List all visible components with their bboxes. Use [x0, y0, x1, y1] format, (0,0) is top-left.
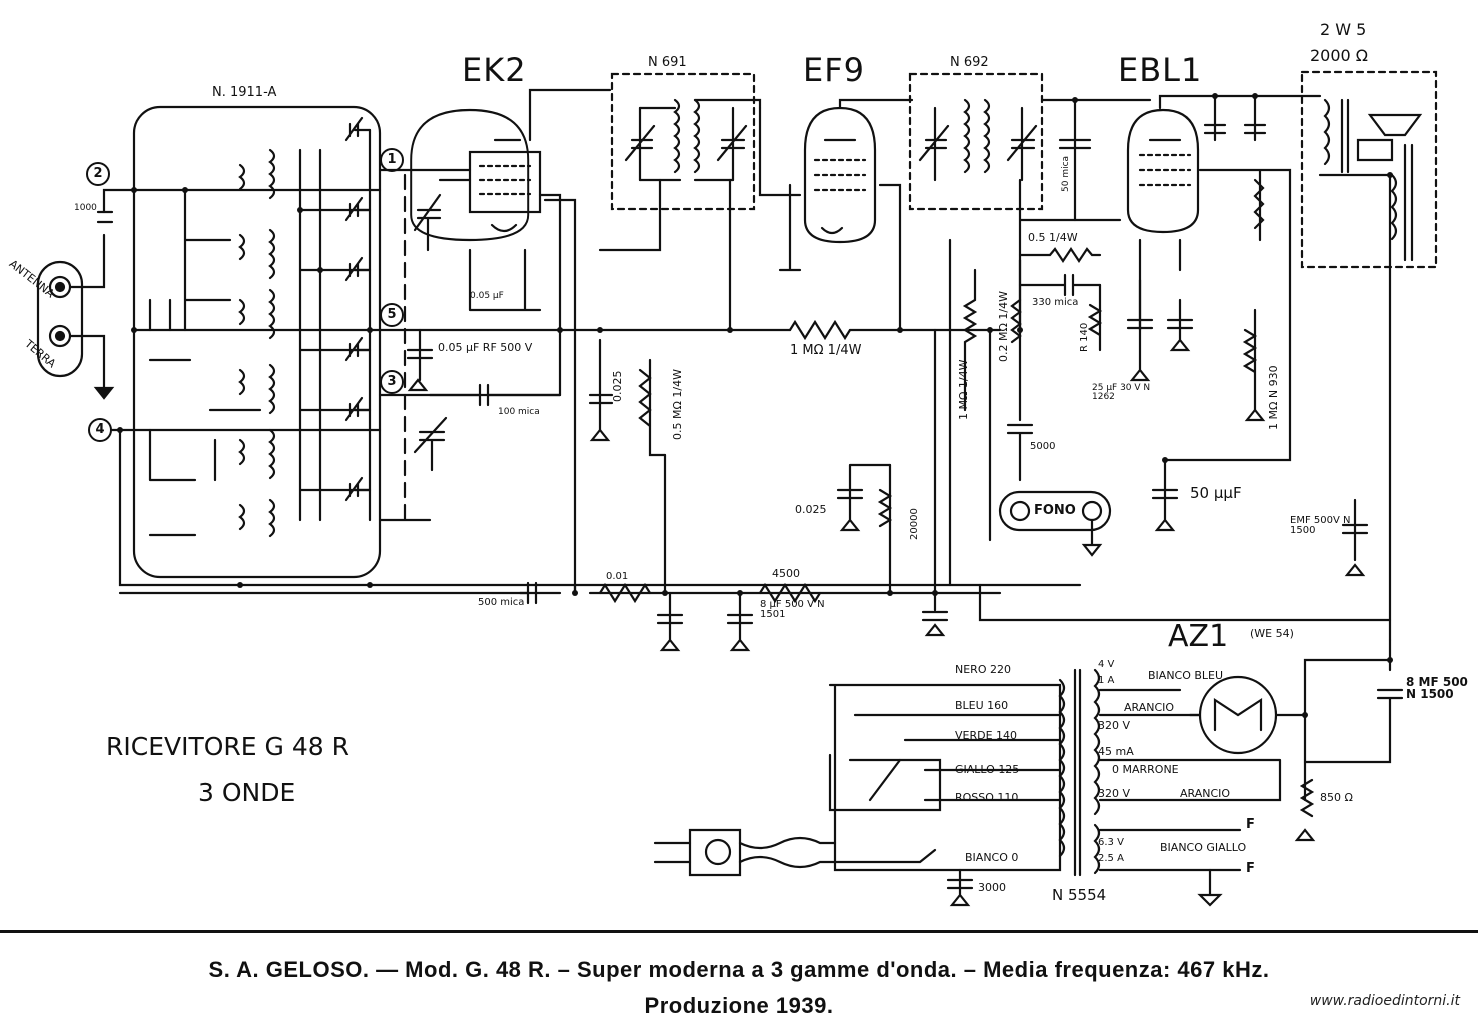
res-850-label: 850 Ω — [1320, 791, 1353, 804]
cap-005-label: 0.05 µF RF 500 V — [438, 341, 533, 354]
tx-right-5: 45 mA — [1098, 745, 1134, 758]
cap-25-label: 25 µF 30 V N 1262 — [1092, 383, 1151, 402]
speaker-watts: 2 W 5 — [1320, 20, 1367, 39]
cap-0025-label: 0.025 — [611, 370, 624, 403]
cap-50p-label: 50 µµF — [1190, 484, 1242, 502]
tx-right-9: 6.3 V — [1098, 837, 1124, 848]
cap-500-label: 500 mica — [478, 597, 525, 608]
cap-8uf-label: 8 µF 500 V N 1501 — [760, 599, 825, 620]
cap-330-label: 330 mica — [1032, 297, 1079, 308]
if-box-n692 — [908, 72, 1044, 211]
res-20000-label: 20000 — [909, 508, 920, 540]
res-1mb-label: 1 MΩ N 930 — [1267, 365, 1280, 430]
caption-line2: Produzione 1939. — [644, 993, 834, 1018]
cap-8mf-label: 8 MF 500 N 1500 — [1406, 675, 1468, 701]
az1-note: (WE 54) — [1250, 627, 1294, 640]
if-box-n691 — [610, 72, 756, 211]
fono-label: FONO — [1034, 503, 1076, 518]
tube-ek2 — [410, 108, 542, 242]
terminal-4: 4 — [88, 418, 112, 442]
tx-left-1: BLEU 160 — [955, 699, 1009, 712]
mains-plug — [653, 828, 742, 877]
tx-right-6: 0 MARRONE — [1112, 763, 1179, 776]
res-05-label: 0.5 MΩ 1/4W — [671, 369, 684, 440]
tx-right-11: BIANCO GIALLO — [1160, 841, 1247, 854]
coil-n691-label: N 691 — [648, 55, 687, 70]
cap-005b-label: 0.05 µF — [470, 291, 504, 301]
cap-3000-label: 3000 — [978, 881, 1006, 894]
tx-left-5: BIANCO 0 — [965, 851, 1019, 864]
ef9-label: EF9 — [803, 51, 865, 89]
caption-divider — [0, 930, 1478, 933]
res-02-label: 0.2 MΩ 1/4W — [997, 291, 1010, 362]
ek2-label: EK2 — [462, 51, 527, 89]
terminal-2: 2 — [86, 162, 110, 186]
coil-n5554-label: N 5554 — [1052, 886, 1107, 904]
tx-left-3: GIALLO 125 — [955, 763, 1020, 776]
speaker-ohms: 2000 Ω — [1310, 46, 1369, 65]
res-05b-label: 0.5 1/4W — [1028, 231, 1078, 244]
tube-ef9 — [803, 106, 877, 244]
terminal-5: 5 — [380, 303, 404, 327]
power-transformer — [1058, 668, 1101, 877]
coil-box-n1911 — [132, 105, 382, 579]
antenna-cap-label: 1000 — [74, 203, 97, 213]
terminal-1: 1 — [380, 148, 404, 172]
tube-az1 — [1198, 675, 1278, 755]
cap-5000-label: 5000 — [1030, 441, 1056, 452]
cap-emf-label: EMF 500V N 1500 — [1290, 515, 1351, 536]
filament-f2: F — [1246, 861, 1255, 876]
schematic-diagram — [36, 70, 1438, 907]
terminal-3: 3 — [380, 370, 404, 394]
coil-n692-label: N 692 — [950, 55, 989, 70]
tx-right-10: 2.5 A — [1098, 853, 1124, 864]
filament-f1: F — [1246, 817, 1255, 832]
tx-right-1: 1 A — [1098, 675, 1115, 686]
res-140-label: R 140 — [1079, 322, 1090, 352]
tx-right-2: BIANCO BLEU — [1148, 669, 1224, 682]
coils-rf — [238, 148, 276, 538]
cap-100-label: 100 mica — [498, 407, 540, 417]
res-001-label: 0.01 — [606, 571, 629, 582]
receiver-title: RICEVITORE G 48 R — [106, 732, 349, 761]
cap-50mica-label: 50 mica — [1061, 155, 1071, 192]
tx-right-4: 320 V — [1098, 719, 1131, 732]
tx-left-4: ROSSO 110 — [955, 791, 1019, 804]
tx-left-0: NERO 220 — [955, 663, 1011, 676]
res-1m-label: 1 MΩ 1/4W — [790, 343, 862, 358]
coil-n1911-label: N. 1911-A — [212, 85, 277, 100]
watermark: www.radioedintorni.it — [1309, 993, 1460, 1009]
receiver-subtitle: 3 ONDE — [198, 778, 296, 807]
az1-label: AZ1 — [1168, 619, 1229, 654]
tx-right-7: 320 V — [1098, 787, 1131, 800]
caption-line1: S. A. GELOSO. — Mod. G. 48 R. – Super mo… — [208, 957, 1270, 982]
tx-right-8: ARANCIO — [1180, 787, 1231, 800]
tx-right-0: 4 V — [1098, 659, 1115, 670]
tx-left-2: VERDE 140 — [955, 729, 1018, 742]
tx-right-3: ARANCIO — [1124, 701, 1175, 714]
res-4500-label: 4500 — [772, 567, 800, 580]
ebl1-label: EBL1 — [1118, 51, 1203, 89]
cap-0023-label: 0.025 — [795, 503, 827, 516]
speaker-box — [1300, 70, 1438, 269]
res-1m2-label: 1 MΩ 1/4W — [957, 359, 970, 420]
fono-jack — [998, 490, 1112, 532]
tube-ebl1 — [1126, 108, 1200, 234]
